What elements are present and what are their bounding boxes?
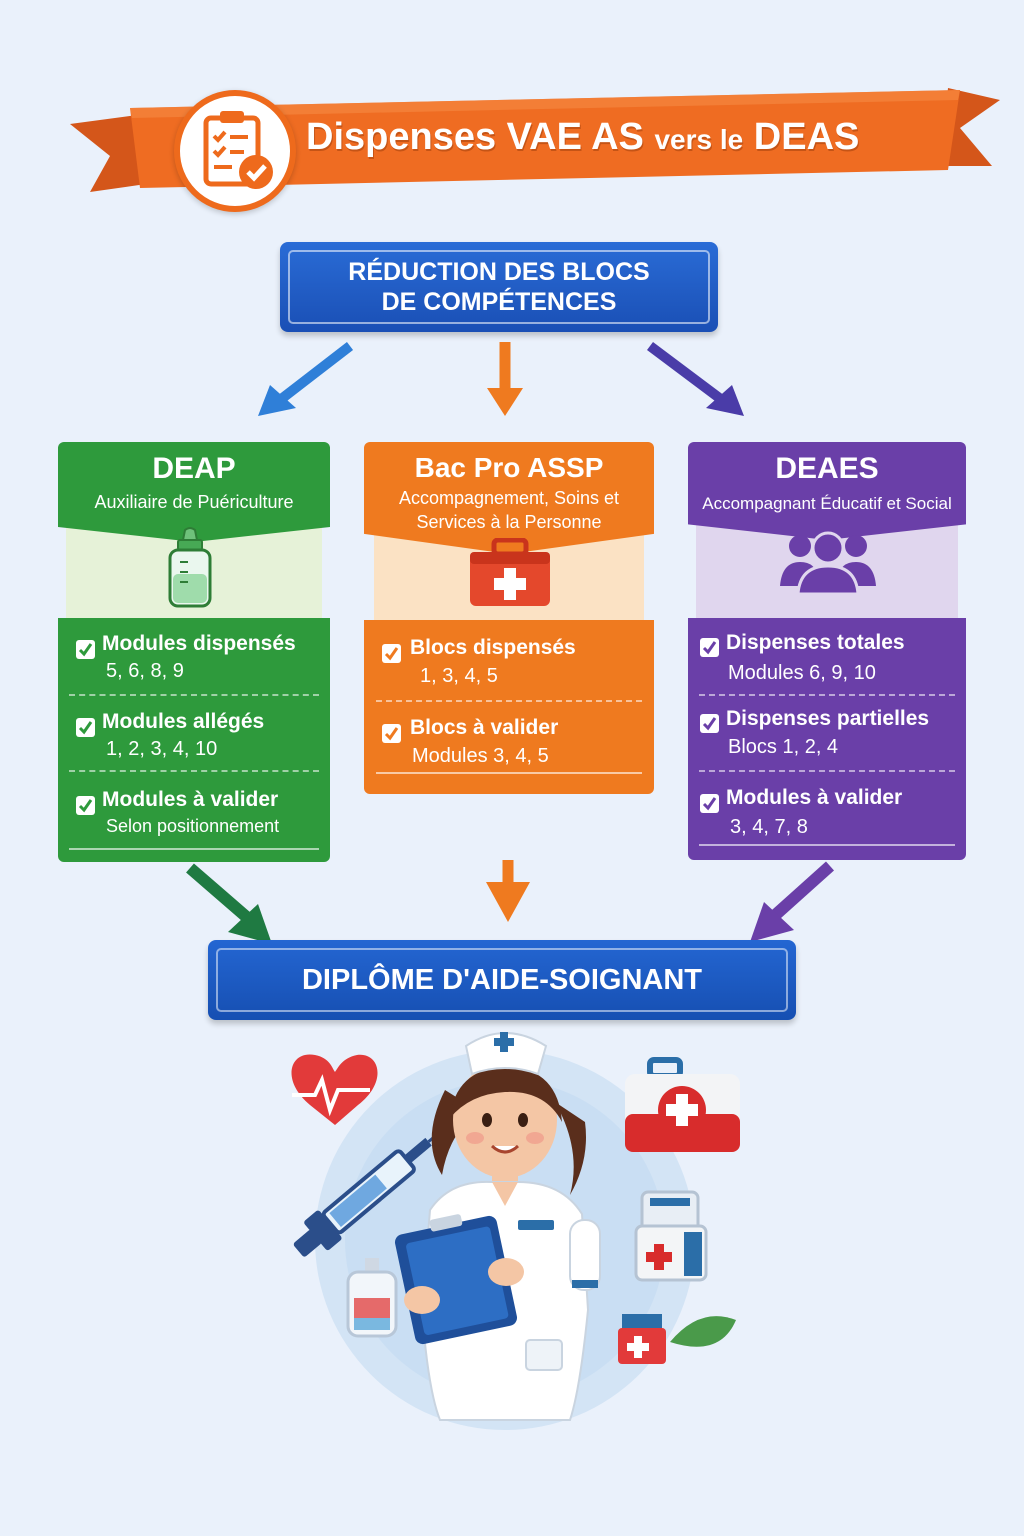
- card-title: DEAES: [775, 452, 879, 485]
- baby-bottle-icon: [168, 527, 212, 608]
- competence-reduction-box: RÉDUCTION DES BLOCS DE COMPÉTENCES: [280, 242, 718, 332]
- checkbox-checked-icon: [76, 796, 95, 815]
- medical-cabinet-icon: [634, 1190, 708, 1282]
- card-subtitle: Services à la Personne: [416, 512, 602, 532]
- deap-card: DEAP Auxiliaire de Puériculture Modules …: [58, 442, 330, 862]
- checkbox-checked-icon: [76, 640, 95, 659]
- title-ribbon: [70, 88, 1000, 192]
- card-subtitle: Auxiliaire de Puériculture: [94, 492, 294, 512]
- card-title: Bac Pro ASSP: [414, 452, 604, 483]
- checkbox-checked-icon: [700, 714, 719, 733]
- bac-pro-assp-card: Bac Pro ASSP Accompagnement, Soins et Se…: [364, 442, 654, 794]
- checkbox-checked-icon: [700, 794, 719, 813]
- bottom-arrows: [186, 860, 835, 944]
- checkbox-checked-icon: [76, 718, 95, 737]
- leaf-icon: [670, 1316, 736, 1347]
- sanitizer-bottle-icon: [346, 1258, 398, 1338]
- checkbox-checked-icon: [700, 638, 719, 657]
- checkbox-checked-icon: [382, 724, 401, 743]
- card-subtitle: Accompagnant Éducatif et Social: [702, 494, 952, 513]
- checkbox-checked-icon: [382, 644, 401, 663]
- nurse-illustration: [291, 1032, 740, 1430]
- card-subtitle: Accompagnement, Soins et: [398, 488, 620, 508]
- clipboard-check-icon: [174, 90, 296, 212]
- top-arrows: [258, 342, 744, 416]
- page-title: Dispenses VAE AS vers le DEAS: [306, 116, 860, 158]
- deaes-card: DEAES Accompagnant Éducatif et Social Di…: [688, 442, 966, 860]
- syringe-icon: [293, 1118, 456, 1257]
- first-aid-kit-icon: [625, 1057, 740, 1152]
- group-of-people-icon: [780, 531, 876, 596]
- card-title: DEAP: [152, 452, 236, 485]
- diploma-box: DIPLÔME D'AIDE-SOIGNANT: [208, 940, 796, 1020]
- pill-box-icon: [618, 1314, 666, 1364]
- first-aid-kit-icon: [470, 538, 550, 606]
- nurse-figure: [394, 1032, 601, 1421]
- heart-icon: [291, 1054, 378, 1125]
